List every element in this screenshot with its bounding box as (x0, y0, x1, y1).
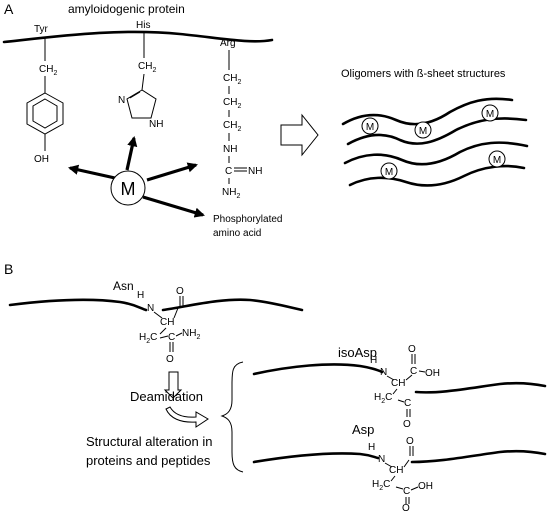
svg-text:CH: CH (160, 317, 174, 328)
oligomer-metal-5: M (488, 150, 506, 168)
asn-label: Asn (113, 279, 134, 293)
svg-text:CH: CH (391, 378, 405, 389)
phospho-line-2: amino acid (213, 228, 261, 239)
phospho-line-1: Phosphorylated (213, 214, 283, 225)
svg-text:OH: OH (418, 481, 433, 492)
oligomer-metal-2: M (414, 121, 432, 139)
oligomer-strand-4 (348, 164, 526, 187)
svg-text:H2C: H2C (372, 479, 390, 492)
svg-text:M: M (385, 167, 393, 178)
protein-backbone (2, 30, 274, 44)
protein-title: amyloidogenic protein (68, 2, 185, 16)
arrow-m-to-phospho (142, 195, 205, 218)
deamidation-arrow-down (163, 371, 183, 399)
isoasp-backbone-left (252, 363, 384, 376)
his-label: His (136, 20, 150, 31)
svg-text:N: N (380, 367, 387, 378)
arg-ch2-1: CH2 (223, 73, 241, 86)
svg-text:H2C: H2C (139, 332, 157, 345)
asp-label: Asp (352, 422, 374, 437)
oligomer-strand-3 (343, 141, 529, 166)
asn-structure: H N CH O H2C C NH2 O (137, 286, 200, 365)
arrow-m-to-tyr (68, 164, 116, 180)
asp-backbone-right (410, 449, 547, 464)
asp-structure: H N CH O H2C C OH O (368, 436, 433, 511)
arrow-m-to-his (125, 135, 138, 171)
arg-nh: NH (223, 144, 237, 155)
arg-ch2-2: CH2 (223, 97, 241, 110)
his-nh: NH (149, 119, 163, 130)
arg-label: Arg (220, 38, 236, 49)
his-n: N (118, 95, 125, 106)
isoasp-structure: H N CH C O OH H2C C O (370, 344, 440, 430)
alteration-line-1: Structural alteration in (86, 434, 212, 449)
his-bond-ring (141, 73, 145, 91)
panel-b-label: B (4, 261, 13, 277)
tyr-label: Tyr (34, 24, 49, 35)
svg-text:N: N (378, 454, 385, 465)
tyr-oh: OH (34, 154, 49, 165)
svg-text:CH: CH (389, 465, 403, 476)
arrow-m-to-arg (146, 162, 198, 182)
svg-text:O: O (166, 354, 174, 365)
svg-text:M: M (419, 126, 427, 137)
deamidation-label: Deamidation (130, 389, 203, 404)
svg-text:C: C (168, 332, 175, 343)
deamidation-arrow-right (165, 406, 209, 428)
isoasp-label: isoAsp (338, 345, 377, 360)
tyr-ring-inner (32, 98, 58, 129)
svg-text:H: H (137, 290, 144, 301)
alteration-line-2: proteins and peptides (86, 453, 211, 468)
svg-text:O: O (408, 344, 416, 355)
arg-nh2: NH2 (222, 187, 240, 200)
isoasp-backbone-right (414, 381, 547, 394)
svg-text:OH: OH (425, 368, 440, 379)
svg-text:H2C: H2C (374, 392, 392, 405)
svg-text:H: H (370, 355, 377, 366)
arg-nh-imine: NH (248, 166, 262, 177)
svg-text:C: C (404, 398, 411, 409)
asp-backbone-left (252, 452, 380, 464)
svg-text:O: O (402, 503, 410, 511)
svg-text:O: O (406, 436, 414, 447)
svg-text:H: H (368, 442, 375, 453)
panel-a-label: A (4, 1, 14, 17)
oligomers-label: Oligomers with ß-sheet structures (341, 68, 506, 80)
svg-text:O: O (403, 419, 411, 430)
metal-ion-circle (110, 170, 146, 206)
svg-text:M: M (493, 155, 501, 166)
svg-text:M: M (366, 122, 374, 133)
metal-ion-label: M (121, 179, 136, 199)
his-double-bond (129, 91, 141, 99)
svg-text:M: M (486, 109, 494, 120)
arg-ch2-3: CH2 (223, 120, 241, 133)
arg-c: C (225, 166, 232, 177)
tyr-ch2: CH2 (39, 64, 57, 77)
his-ch2: CH2 (138, 61, 156, 74)
svg-text:O: O (176, 286, 184, 297)
asn-backbone-right (161, 298, 304, 312)
open-arrow-a (280, 113, 319, 157)
svg-text:NH2: NH2 (182, 328, 200, 341)
asn-backbone-left (8, 298, 148, 312)
svg-text:C: C (403, 486, 410, 497)
curly-brace (220, 361, 244, 473)
svg-text:C: C (410, 366, 417, 377)
his-imidazole-ring (126, 89, 157, 119)
oligomer-metal-4: M (380, 162, 398, 180)
oligomer-metal-3: M (481, 104, 499, 122)
oligomer-metal-1: M (361, 117, 379, 135)
svg-text:N: N (147, 303, 154, 314)
